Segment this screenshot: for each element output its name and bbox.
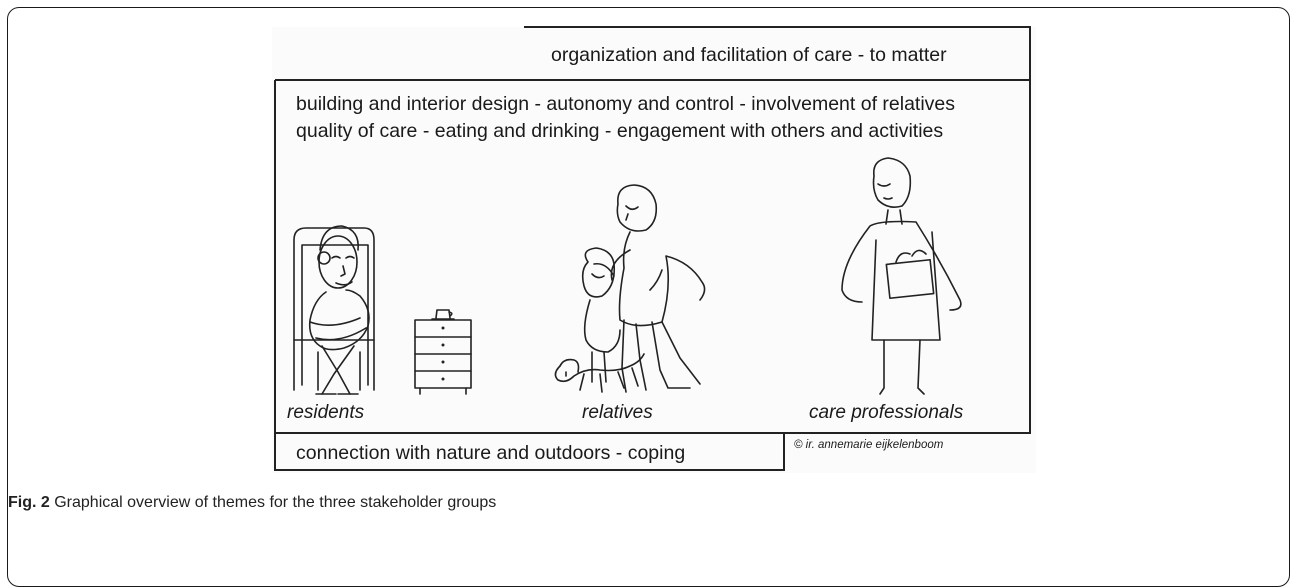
middle-theme-line-1: building and interior design - autonomy … xyxy=(296,93,955,115)
top-theme-text: organization and facilitation of care - … xyxy=(551,44,947,66)
resident-in-armchair xyxy=(293,225,375,395)
bottom-theme-text: connection with nature and outdoors - co… xyxy=(296,442,685,464)
side-table-with-cup xyxy=(414,309,472,395)
middle-theme-box xyxy=(274,80,1031,434)
figure-caption-text: Graphical overview of themes for the thr… xyxy=(54,494,497,511)
middle-theme-line-2: quality of care - eating and drinking - … xyxy=(296,120,943,142)
credit-text: © ir. annemarie eijkelenboom xyxy=(794,439,944,451)
parent-with-child xyxy=(581,184,706,393)
bottom-theme-box xyxy=(274,433,785,471)
figure-caption: Fig. 2 Graphical overview of themes for … xyxy=(8,494,496,512)
label-residents: residents xyxy=(287,402,365,423)
drawing-background xyxy=(272,27,1036,473)
care-professional-with-box xyxy=(841,157,962,395)
figure-caption-label: Fig. 2 xyxy=(8,494,50,511)
label-care-professionals: care professionals xyxy=(809,402,964,423)
top-theme-box xyxy=(275,26,1031,81)
dog xyxy=(554,353,645,393)
themes-diagram: organization and facilitation of care - … xyxy=(272,26,1036,473)
label-relatives: relatives xyxy=(582,402,653,423)
